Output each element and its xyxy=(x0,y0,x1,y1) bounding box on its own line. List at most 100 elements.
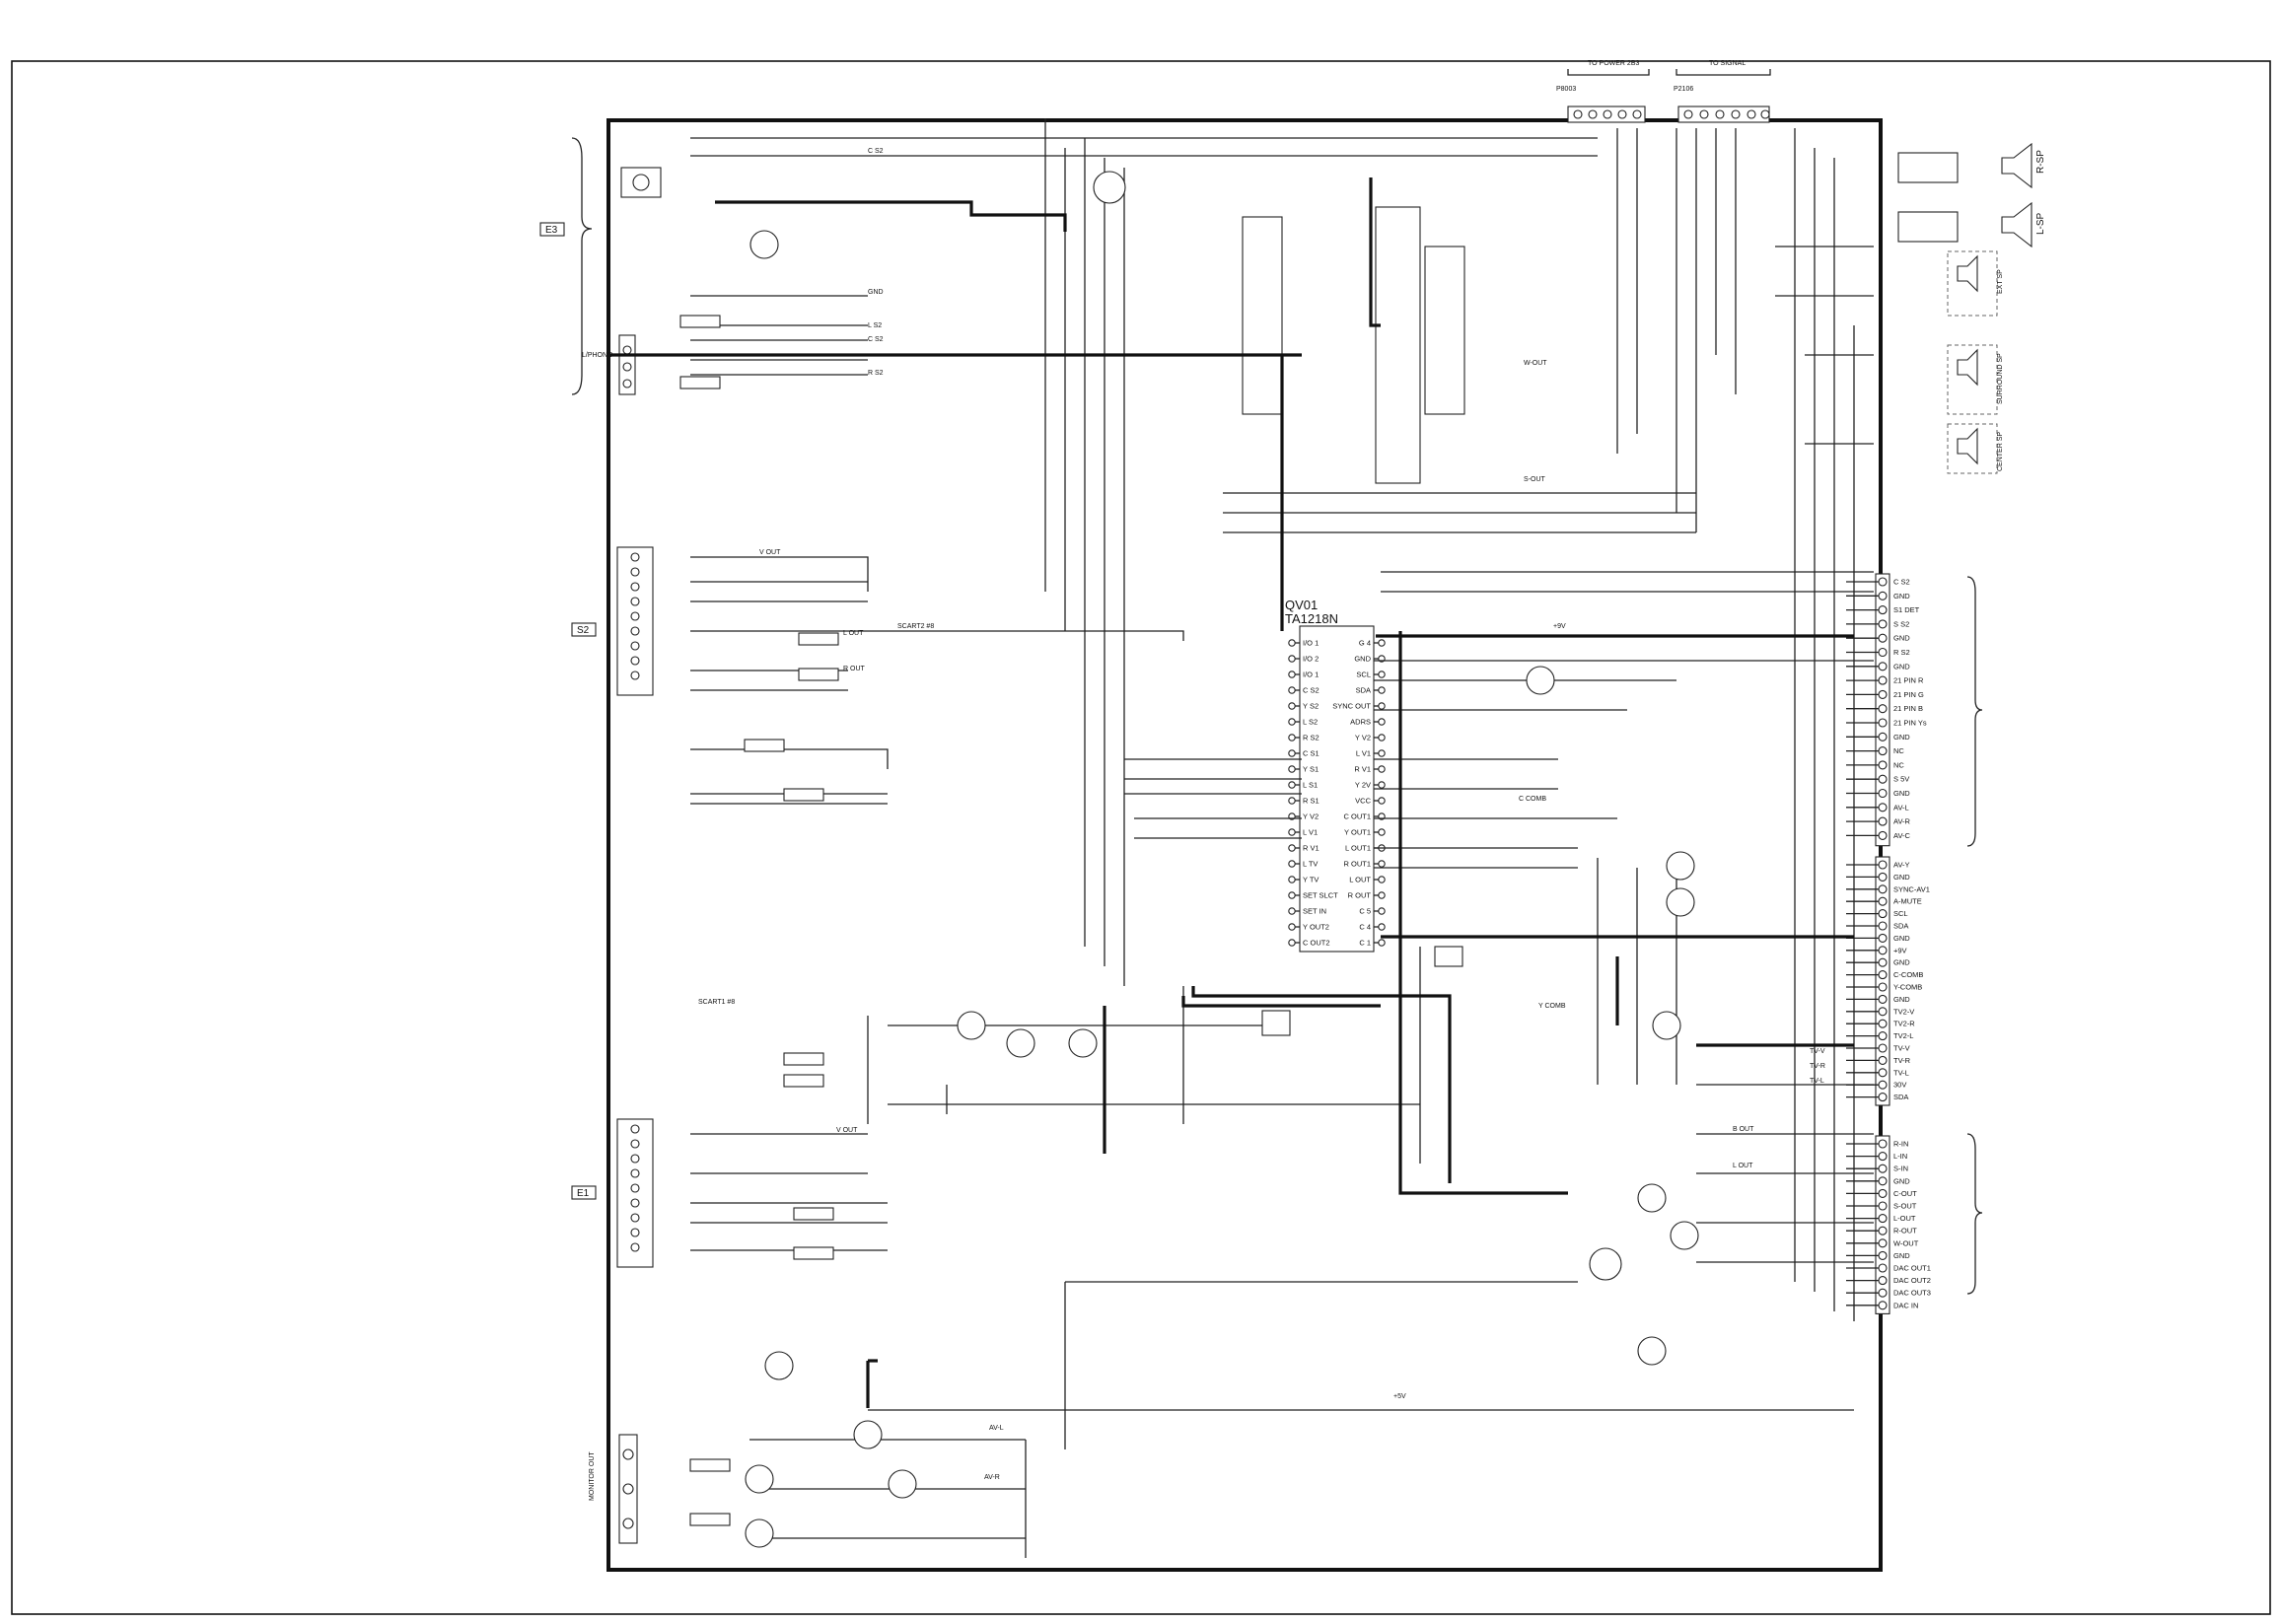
transistor-icon xyxy=(1637,1336,1667,1366)
terminal-label: SDA xyxy=(1893,1093,1908,1101)
net-label: C S2 xyxy=(868,148,884,155)
terminal-pin xyxy=(1878,760,1888,770)
ic-pin-label: Y OUT2 xyxy=(1303,923,1329,932)
terminal-pin xyxy=(1878,884,1888,894)
ic-pin xyxy=(1378,702,1386,710)
center-sp-label: CENTER SP xyxy=(1997,432,2004,471)
ic-pin xyxy=(1378,718,1386,726)
terminal-label: C-COMB xyxy=(1893,970,1923,979)
terminal-label: AV-R xyxy=(1893,817,1911,826)
terminal-pin xyxy=(1878,1139,1888,1149)
resistor-icon xyxy=(798,632,839,646)
ic-pin-label: L OUT xyxy=(1349,876,1371,884)
resistor-icon xyxy=(798,668,839,681)
terminal-pin xyxy=(1878,746,1888,756)
ic-pin xyxy=(1288,655,1296,663)
ic-pin xyxy=(1288,828,1296,836)
terminal-label: GND xyxy=(1893,634,1910,643)
speaker-ext: EXT SP xyxy=(1947,250,2004,317)
ic-pin-label: L V1 xyxy=(1303,828,1318,837)
side-label-e3: E3 xyxy=(545,225,558,236)
ic-pin-label: ADRS xyxy=(1350,718,1371,727)
net-label: S-OUT xyxy=(1524,476,1546,483)
terminal-pin xyxy=(1878,605,1888,615)
net-labels: C S2 L S2 C S2 R S2 GND V OUT SCART2 #8 … xyxy=(698,148,1825,1481)
terminal-label: 21 PIN R xyxy=(1893,676,1924,685)
power-connector: TO POWER 2B3 P8003 xyxy=(1556,60,1650,123)
resistor-icon xyxy=(689,1513,731,1526)
terminal-label: S-OUT xyxy=(1893,1202,1917,1211)
terminal-block-2: AV-YGNDSYNC-AV1A-MUTESCLSDAGND+9VGNDC-CO… xyxy=(1846,856,1930,1106)
terminal-label: 21 PIN G xyxy=(1893,690,1924,699)
audio-processor-ic xyxy=(1242,206,1465,484)
terminal-strip xyxy=(1875,856,1890,1106)
terminal-pin xyxy=(1878,788,1888,799)
transistor-icon xyxy=(1068,1028,1098,1058)
speaker-l-label: L-SP xyxy=(2035,212,2046,235)
net-label: TV-V xyxy=(1810,1048,1825,1055)
terminal-pin xyxy=(1878,1250,1888,1260)
transistor-icon xyxy=(745,1464,774,1494)
ic-left-pins: I/O 1I/O 2I/O 1C S2Y S2L S2R S2C S1Y S1L… xyxy=(1288,639,1338,948)
ic-pin xyxy=(1288,891,1296,899)
terminal-pin xyxy=(1878,1176,1888,1186)
heavy-wiring xyxy=(608,177,1854,1408)
terminal-label: R S2 xyxy=(1893,648,1910,657)
terminal-label: DAC OUT3 xyxy=(1893,1289,1931,1298)
terminal-label: GND xyxy=(1893,958,1910,967)
terminal-label: DAC OUT2 xyxy=(1893,1276,1931,1285)
signal-connector-ref: P2106 xyxy=(1674,86,1693,93)
monitor-out-jacks: MONITOR OUT xyxy=(589,1434,638,1544)
ic-pin xyxy=(1378,749,1386,757)
terminal-pin xyxy=(1878,860,1888,870)
terminal-pin xyxy=(1878,1093,1888,1102)
ic-pin xyxy=(1288,671,1296,678)
terminal-label: SCL xyxy=(1893,909,1908,918)
ext-sp-label: EXT SP xyxy=(1997,269,2004,294)
ic-pin xyxy=(1288,765,1296,773)
transistor-icon xyxy=(1652,1011,1681,1040)
terminal-pin xyxy=(1878,933,1888,943)
ic-pin-label: Y TV xyxy=(1303,876,1319,884)
terminal-label: TV-V xyxy=(1893,1044,1910,1053)
ic-pin xyxy=(1378,891,1386,899)
ic-pin xyxy=(1288,781,1296,789)
ic-pin xyxy=(1378,639,1386,647)
terminal-label: TV2-R xyxy=(1893,1020,1915,1028)
ic-pin xyxy=(1288,923,1296,931)
power-connector-title: TO POWER 2B3 xyxy=(1588,60,1639,67)
ic-pin xyxy=(1378,671,1386,678)
side-label-s2: S2 xyxy=(577,625,590,636)
resistor-icon xyxy=(793,1246,834,1260)
resistor-icon xyxy=(783,1052,824,1066)
terminal-pin xyxy=(1878,633,1888,643)
terminal-label: GND xyxy=(1893,592,1910,600)
terminal-label: S S2 xyxy=(1893,619,1909,628)
speaker-icon xyxy=(1957,254,1978,293)
terminal-strip xyxy=(1875,1135,1890,1314)
transistor-icon xyxy=(1666,851,1695,881)
terminal-pin xyxy=(1878,718,1888,728)
e3-tag xyxy=(539,222,565,237)
terminal-pin xyxy=(1878,830,1888,840)
resistor-icon xyxy=(689,1458,731,1472)
ic-pin xyxy=(1378,876,1386,883)
ic-pin-label: Y S1 xyxy=(1303,765,1319,774)
terminal-pin xyxy=(1878,662,1888,671)
terminal-pin xyxy=(1878,1152,1888,1162)
transistor-icon xyxy=(853,1420,883,1449)
ic-pin xyxy=(1378,907,1386,915)
terminal-label: S-IN xyxy=(1893,1165,1908,1173)
ic-pin xyxy=(1288,939,1296,947)
terminal-block-3: R-INL-INS-INGNDC-OUTS-OUTL-OUTR-OUTW-OUT… xyxy=(1846,1135,1931,1314)
ic-pin-label: I/O 2 xyxy=(1303,655,1319,664)
ic-pin-label: C 4 xyxy=(1359,923,1371,932)
ic-pin-label: L OUT1 xyxy=(1345,844,1371,853)
terminal-label: L-OUT xyxy=(1893,1214,1916,1223)
terminal-label: 21 PIN Ys xyxy=(1893,719,1927,728)
speaker-surround: SURROUND SP xyxy=(1947,344,2004,415)
net-label: W-OUT xyxy=(1524,360,1547,367)
ic-pin-label: G 4 xyxy=(1359,639,1371,648)
terminal-label: AV-C xyxy=(1893,831,1911,840)
